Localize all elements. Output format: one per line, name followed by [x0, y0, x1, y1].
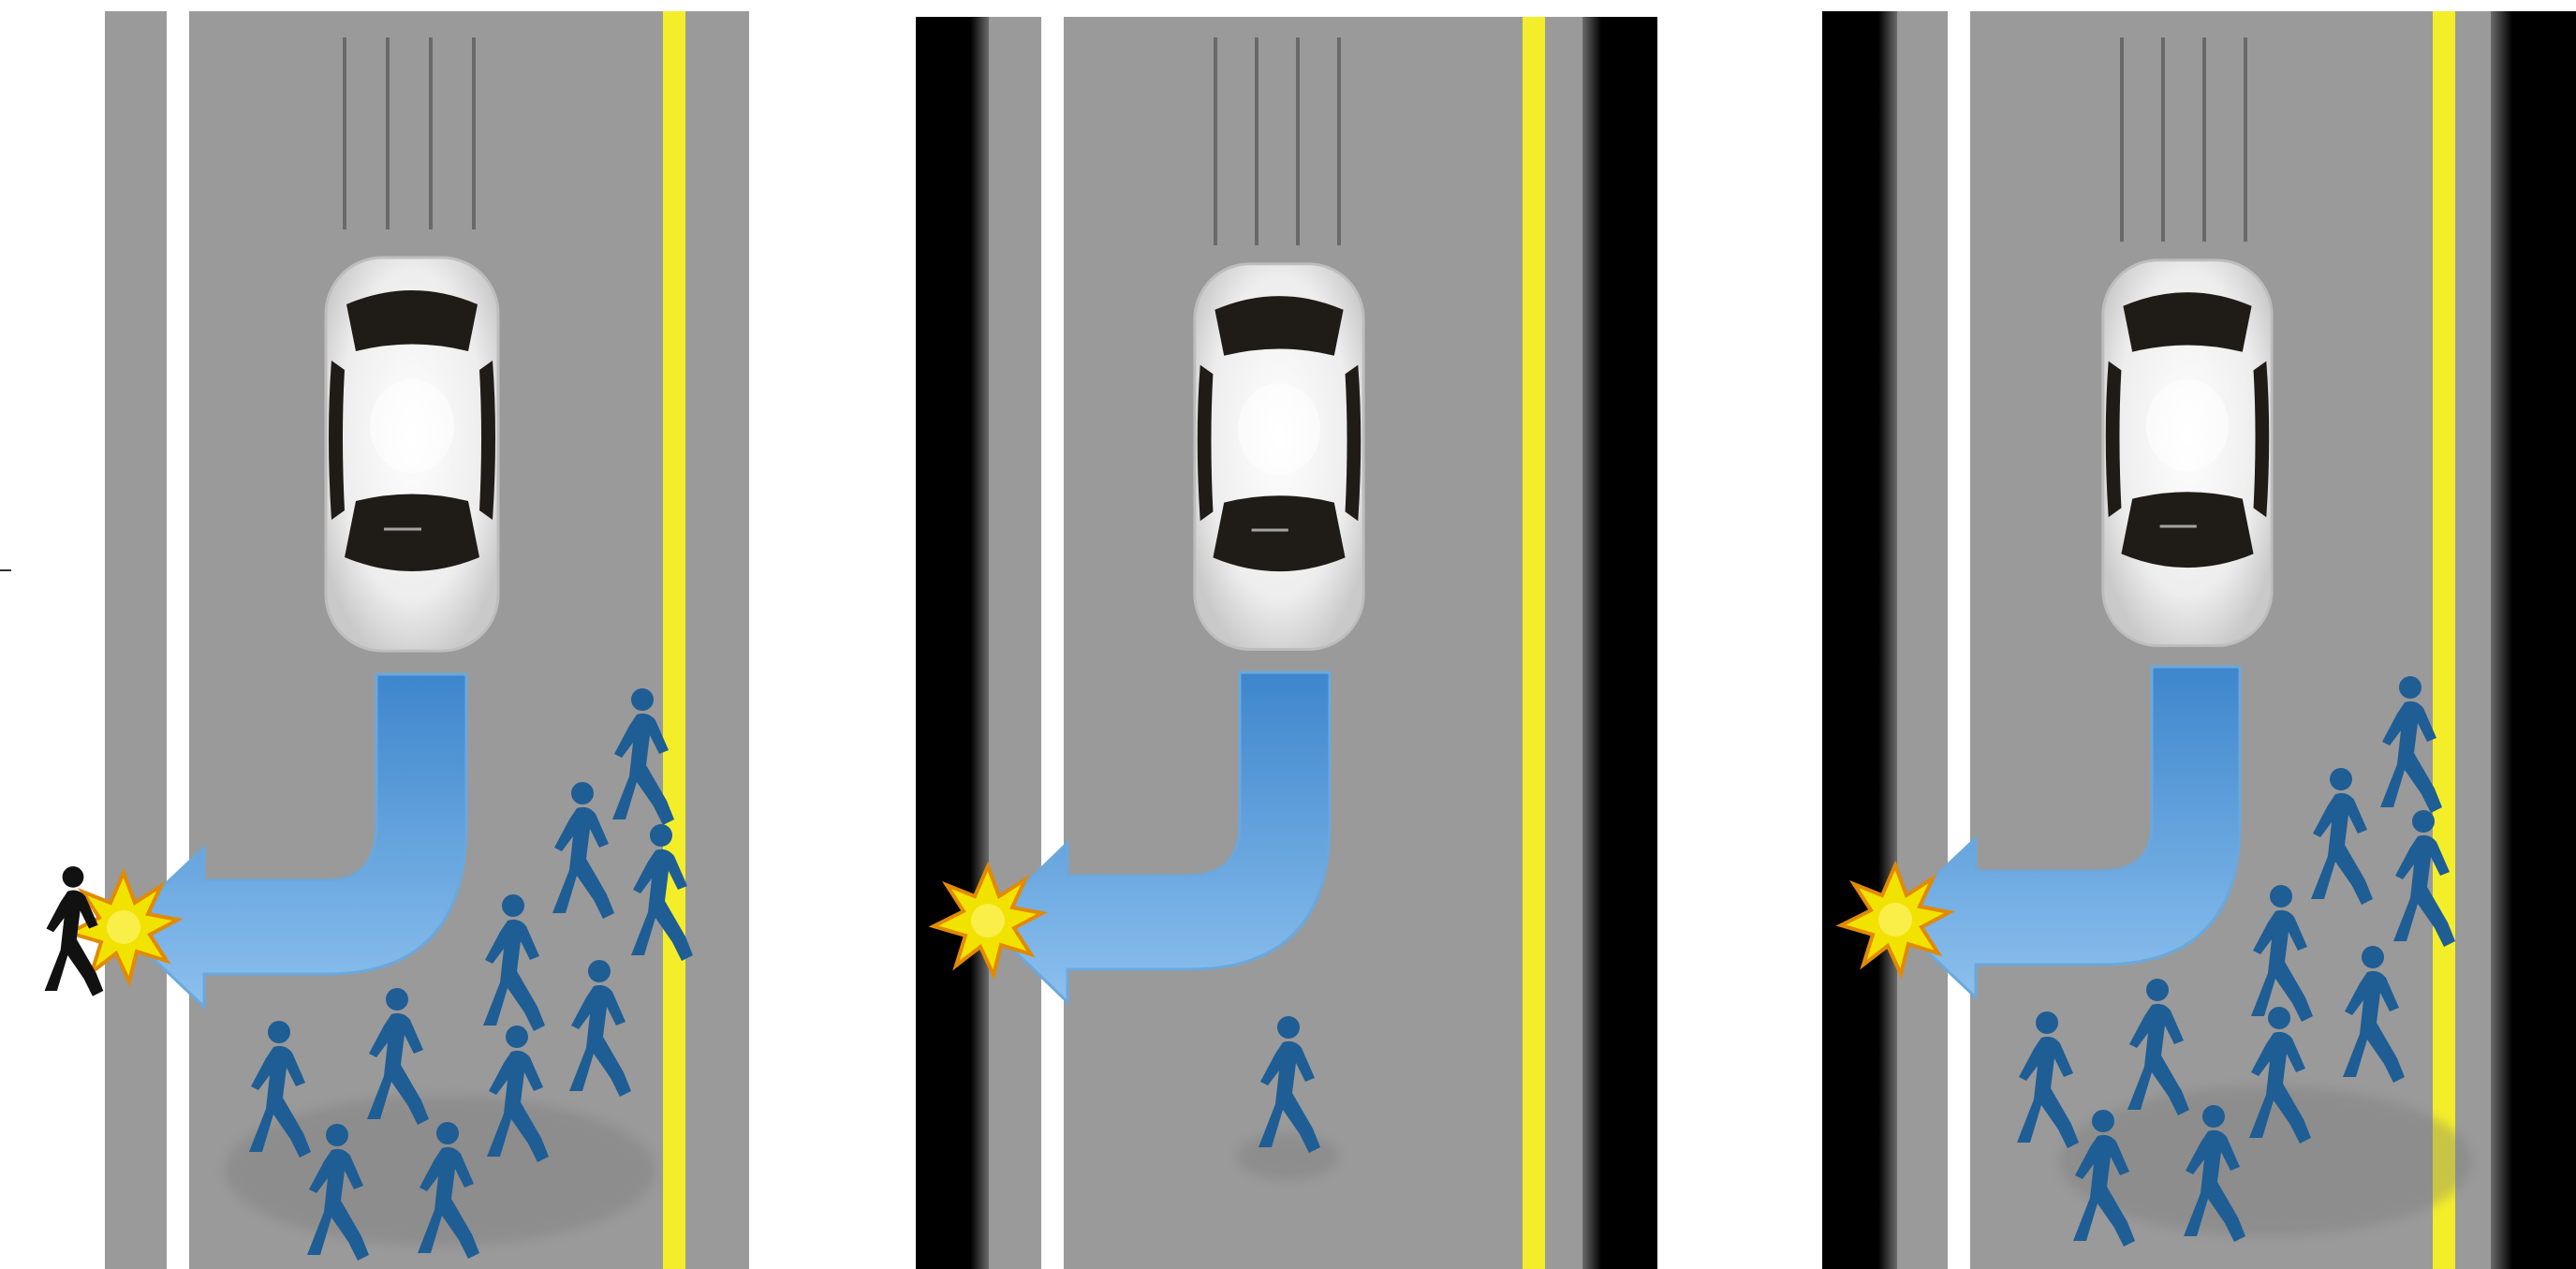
yellow-lane-line	[663, 11, 685, 1269]
car-icon	[326, 258, 498, 651]
white-lane-line	[1948, 11, 1970, 1269]
panel-right	[1822, 11, 2576, 1269]
panel-left	[45, 11, 749, 1269]
white-lane-line	[167, 11, 189, 1269]
barrier-left	[1822, 11, 1897, 1269]
panel-middle	[916, 17, 1657, 1269]
car-icon	[1195, 264, 1363, 650]
barrier-right	[1582, 17, 1657, 1269]
barrier-left	[916, 17, 989, 1269]
yellow-lane-line	[1523, 17, 1545, 1269]
barrier-right	[2491, 11, 2576, 1269]
car-icon	[2103, 260, 2272, 646]
yellow-lane-line	[2433, 11, 2455, 1269]
white-lane-line	[1041, 17, 1064, 1269]
